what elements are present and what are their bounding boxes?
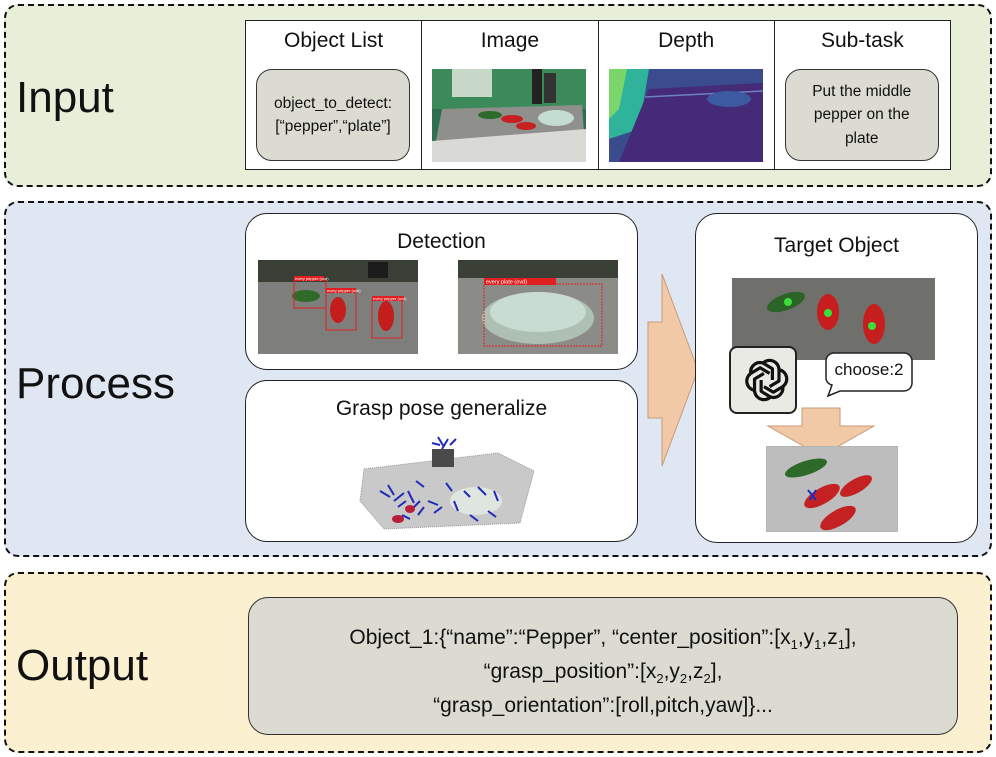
output-line-2: “grasp_position”:[x2,y2,z2], — [483, 660, 723, 687]
output-box: Object_1:{“name”:“Pepper”, “center_posit… — [248, 597, 958, 735]
depth-column: Depth — [599, 21, 775, 169]
object-list-line-2: [“pepper”,“plate”] — [275, 118, 391, 135]
target-object-box: Target Object choose:2 — [695, 213, 978, 543]
input-section-title: Input — [16, 73, 114, 122]
pepper-label-2: every pepper (ovd) — [327, 288, 361, 293]
process-arrow — [647, 274, 698, 466]
image-header: Image — [480, 29, 540, 52]
detection-title: Detection — [397, 230, 486, 253]
choose-speech-bubble — [825, 352, 913, 398]
output-line-3: “grasp_orientation”:[roll,pitch,yaw]}... — [433, 694, 773, 717]
plate-label: every plate (ovd) — [486, 280, 527, 286]
target-title: Target Object — [774, 234, 899, 257]
object-list-header: Object List — [284, 29, 384, 52]
output-section-title: Output — [16, 641, 149, 690]
grasp-pose-point-cloud — [359, 436, 535, 530]
input-table: Object List object_to_detect: [“pepper”,… — [245, 20, 951, 170]
process-section-title: Process — [16, 359, 175, 408]
result-point-cloud — [766, 446, 898, 532]
choose-text: choose:2 — [834, 360, 904, 379]
result-arrow — [766, 407, 876, 457]
chatgpt-icon — [729, 346, 797, 414]
object-list-line-1: object_to_detect: — [273, 94, 393, 112]
object-list-box: object_to_detect: [“pepper”,“plate”] — [256, 69, 410, 161]
subtask-line-2: pepper on the — [813, 106, 910, 124]
rgb-image — [432, 69, 587, 162]
depth-header: Depth — [658, 29, 715, 52]
subtask-line-1: Put the middle — [812, 83, 912, 101]
object-list-column: Object List object_to_detect: [“pepper”,… — [246, 21, 423, 169]
grasp-title: Grasp pose generalize — [335, 397, 548, 420]
depth-image — [608, 69, 763, 162]
pepper-label-1: every pepper (ovd) — [295, 276, 329, 281]
subtask-box: Put the middle pepper on the plate — [784, 69, 939, 161]
pepper-label-3: every pepper (ovd) — [373, 296, 407, 301]
subtask-column: Sub-task Put the middle pepper on the pl… — [775, 21, 950, 169]
grasp-pose-box: Grasp pose generalize — [245, 380, 638, 542]
subtask-header: Sub-task — [820, 29, 904, 52]
image-column: Image — [422, 21, 599, 169]
detection-box: Detection every pepper (ovd) every peppe… — [245, 213, 638, 370]
output-line-1: Object_1:{“name”:“Pepper”, “center_posit… — [349, 626, 857, 653]
pepper-detection-image: every pepper (ovd) every pepper (ovd) ev… — [258, 260, 418, 354]
subtask-line-3: plate — [844, 129, 879, 147]
plate-detection-image: every plate (ovd) — [458, 260, 618, 354]
